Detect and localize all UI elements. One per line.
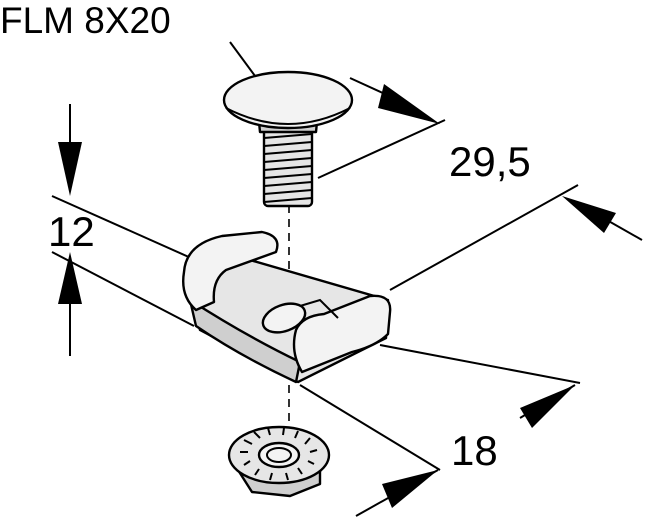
clamp-bolt-hole	[261, 302, 307, 334]
dimension-length-label: 29,5	[449, 138, 531, 185]
dimension-arrow	[562, 196, 616, 233]
clamp-left-hook	[182, 230, 279, 312]
carriage-bolt-icon	[222, 70, 354, 208]
clamp-plate-icon	[182, 230, 392, 384]
extension-line	[389, 184, 579, 291]
dimension-arrow	[520, 385, 575, 428]
dimension-arrow	[378, 84, 440, 124]
dimension-height: 12	[48, 104, 201, 356]
extension-line	[299, 384, 441, 471]
bolt-head-rim	[225, 107, 351, 125]
extension-line	[51, 251, 195, 327]
dimension-width: 18	[299, 344, 581, 517]
nut-bore	[257, 441, 301, 469]
dimension-arrow	[58, 252, 82, 304]
clamp-front-face	[188, 298, 302, 384]
dimension-arrow	[382, 470, 438, 508]
dimension-arrow	[58, 142, 82, 196]
clamp-right-hook	[292, 294, 392, 374]
nut-serrations	[240, 427, 318, 481]
bolt-thread	[263, 133, 313, 203]
dimension-width-label: 18	[451, 427, 498, 474]
extension-line	[349, 77, 386, 95]
dimension-line	[355, 469, 439, 517]
extension-line	[317, 119, 446, 179]
dimension-height-label: 12	[48, 208, 95, 255]
nut-thread	[266, 447, 292, 463]
dimension-length: 29,5	[317, 77, 643, 291]
clamp-slot	[299, 298, 339, 319]
title-leader-line	[229, 41, 259, 81]
dimension-line	[519, 384, 576, 419]
flange-nut-icon	[227, 425, 331, 498]
bolt-head	[222, 70, 354, 130]
extension-line	[379, 344, 581, 384]
product-title: FLM 8X20	[0, 0, 171, 41]
extension-line	[51, 195, 201, 263]
